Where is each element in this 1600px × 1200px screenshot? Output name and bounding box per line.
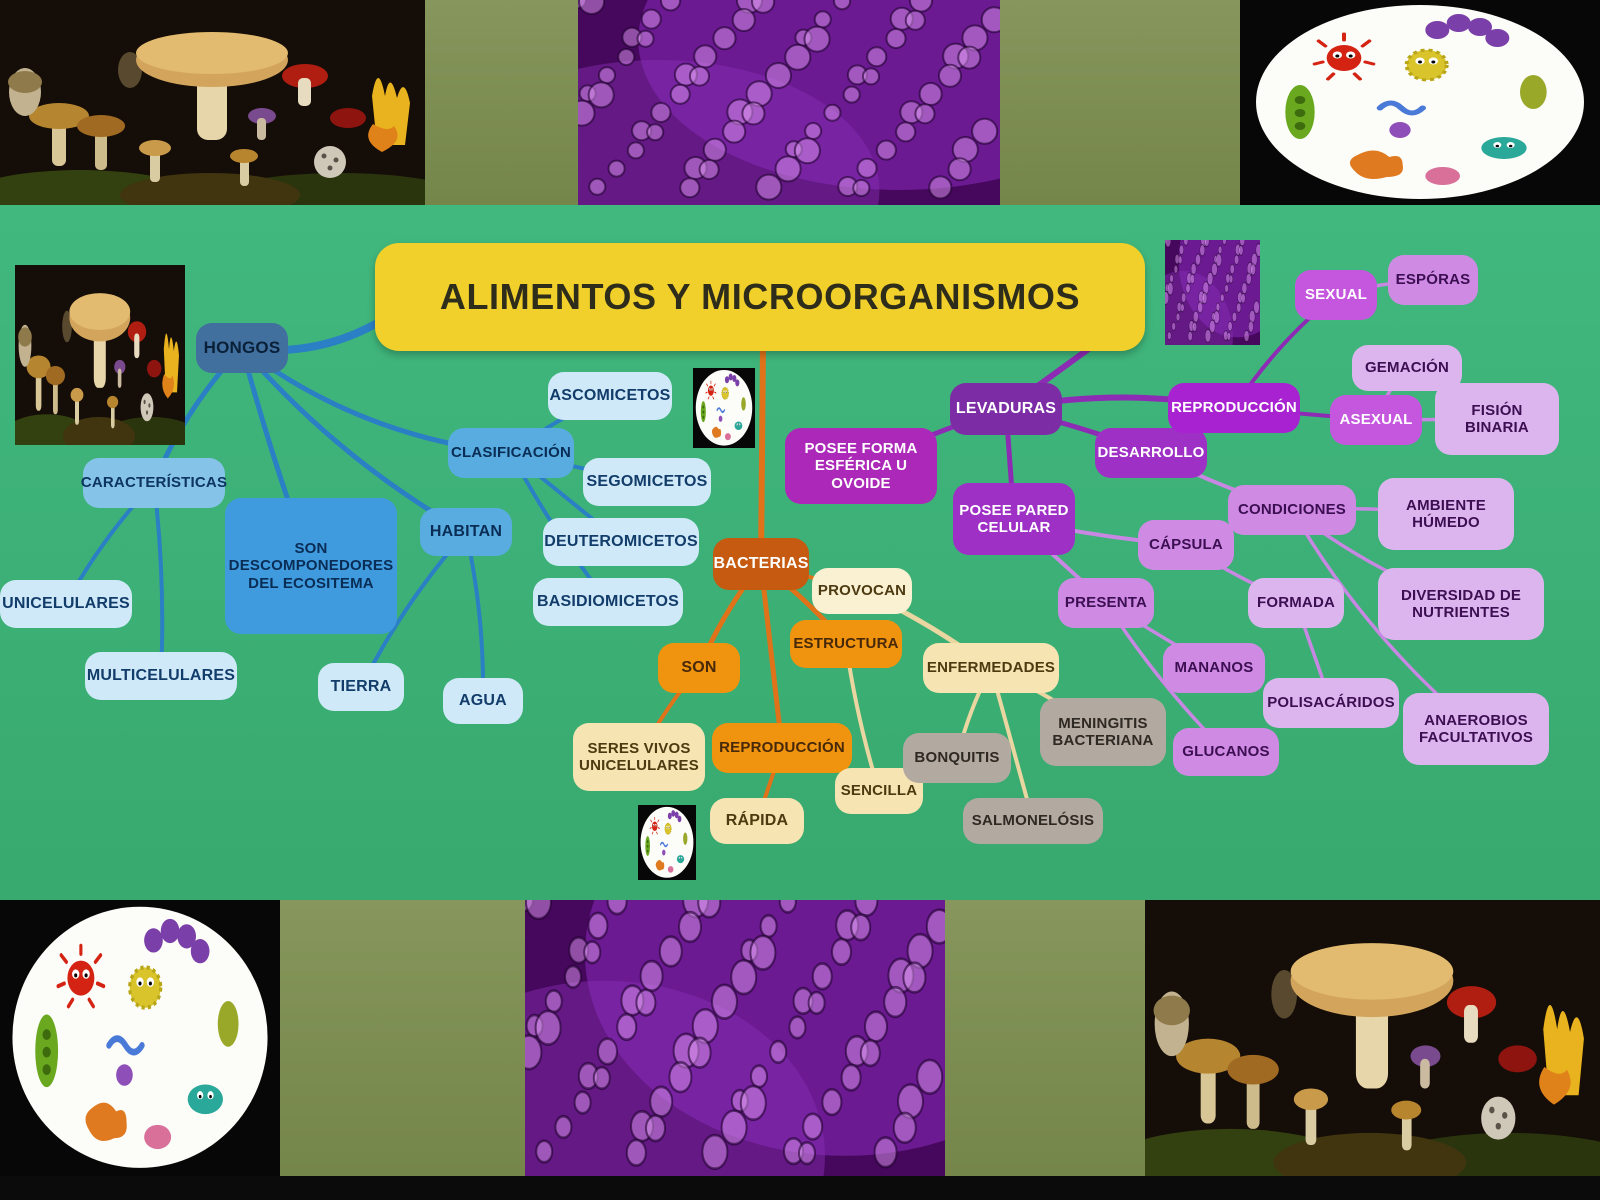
- node-habitan: HABITAN: [420, 508, 512, 556]
- node-seres-vivos: SERES VIVOS UNICELULARES: [573, 723, 705, 791]
- node-posee-forma: POSEE FORMA ESFÉRICA U OVOIDE: [785, 428, 937, 504]
- node-desarrollo: DESARROLLO: [1095, 428, 1207, 478]
- node-bacterias: BACTERIAS: [713, 538, 809, 590]
- node-estructura: ESTRUCTURA: [790, 620, 902, 668]
- node-son: SON: [658, 643, 740, 693]
- node-rapida: RÁPIDA: [710, 798, 804, 844]
- node-polisacaridos: POLISACÁRIDOS: [1263, 678, 1399, 728]
- mushrooms-photo-bottom-right: [1145, 900, 1600, 1176]
- olive-block-2: [1000, 0, 1240, 205]
- microbes-cartoon-top-right: [1240, 0, 1600, 205]
- node-ambiente: AMBIENTE HÚMEDO: [1378, 478, 1514, 550]
- olive-block-3: [280, 900, 525, 1176]
- node-bonquitis: BONQUITIS: [903, 733, 1011, 783]
- node-unicelulares: UNICELULARES: [0, 580, 132, 628]
- mushrooms-photo-inset: [15, 265, 185, 445]
- node-anaerobios: ANAEROBIOS FACULTATIVOS: [1403, 693, 1549, 765]
- node-formada: FORMADA: [1248, 578, 1344, 628]
- node-deuteromicetos: DEUTEROMICETOS: [543, 518, 699, 566]
- node-condiciones: CONDICIONES: [1228, 485, 1356, 535]
- node-fision: FISIÓN BINARIA: [1435, 383, 1559, 455]
- node-reproduccion-l: REPRODUCCIÓN: [1168, 383, 1300, 433]
- microbes-icon-small-bottom: [638, 805, 696, 880]
- node-meningitis: MENINGITIS BACTERIANA: [1040, 698, 1166, 766]
- olive-block-1: [425, 0, 578, 205]
- node-provocan: PROVOCAN: [812, 568, 912, 614]
- node-tierra: TIERRA: [318, 663, 404, 711]
- node-enfermedades: ENFERMEDADES: [923, 643, 1059, 693]
- node-glucanos: GLUCANOS: [1173, 728, 1279, 776]
- node-capsula: CÁPSULA: [1138, 520, 1234, 570]
- node-ascomicetos: ASCOMICETOS: [548, 372, 672, 420]
- bottom-black-bar: [0, 1176, 1600, 1200]
- olive-block-4: [945, 900, 1145, 1176]
- node-sexual: SEXUAL: [1295, 270, 1377, 320]
- microscopy-photo-inset: [1165, 240, 1260, 345]
- node-caracteristicas: CARACTERÍSTICAS: [81, 458, 227, 508]
- node-agua: AGUA: [443, 678, 523, 724]
- node-posee-pared: POSEE PARED CELULAR: [953, 483, 1075, 555]
- node-esporas: ESPÓRAS: [1388, 255, 1478, 305]
- microscopy-photo-bottom: [525, 900, 945, 1176]
- node-clasificacion: CLASIFICACIÓN: [448, 428, 574, 478]
- node-salmonelosis: SALMONELÓSIS: [963, 798, 1103, 844]
- node-levaduras: LEVADURAS: [950, 383, 1062, 435]
- microbes-icon-small-top: [693, 368, 755, 448]
- node-asexual: ASEXUAL: [1330, 395, 1422, 445]
- node-hongos: HONGOS: [196, 323, 288, 373]
- node-basidiomicetos: BASIDIOMICETOS: [533, 578, 683, 626]
- mushrooms-photo-top-left: [0, 0, 425, 205]
- node-reproduccion-b: REPRODUCCIÓN: [712, 723, 852, 773]
- node-multicelulares: MULTICELULARES: [85, 652, 237, 700]
- node-diversidad: DIVERSIDAD DE NUTRIENTES: [1378, 568, 1544, 640]
- node-mananos: MANANOS: [1163, 643, 1265, 693]
- node-descomponedores: SON DESCOMPONEDORES DEL ECOSITEMA: [225, 498, 397, 634]
- node-segomicetos: SEGOMICETOS: [583, 458, 711, 506]
- node-presenta: PRESENTA: [1058, 578, 1154, 628]
- microscopy-photo-top: [578, 0, 1000, 205]
- map-title: ALIMENTOS Y MICROORGANISMOS: [375, 243, 1145, 351]
- microbes-cartoon-bottom-left: [0, 900, 280, 1176]
